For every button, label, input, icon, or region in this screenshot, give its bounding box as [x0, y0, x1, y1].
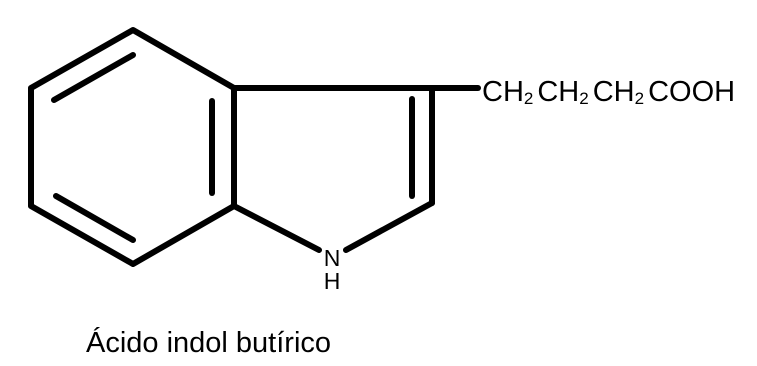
benzene-ring [28, 27, 237, 267]
diagram-caption: Ácido indol butírico [86, 327, 332, 359]
pyrrole-bond-n-c7a [231, 203, 322, 253]
side-chain-ch2-2: CH [537, 76, 579, 108]
benzene-double-bond-bottom-left [53, 193, 136, 243]
side-chain-ch2-1-subscript: 2 [524, 89, 533, 108]
side-chain-ch2-3: CH [593, 76, 635, 108]
benzene-double-bond-top-left [51, 52, 136, 103]
nitrogen-label: N [324, 245, 341, 271]
pyrrole-bond-c2-n [343, 200, 435, 253]
side-chain-ch2-1: CH [482, 76, 524, 108]
side-chain-cooh: COOH [648, 76, 735, 108]
nitrogen-hydrogen-label: H [324, 268, 341, 294]
side-chain-ch2-3-subscript: 2 [635, 89, 644, 108]
side-chain-ch2-2-subscript: 2 [579, 89, 588, 108]
